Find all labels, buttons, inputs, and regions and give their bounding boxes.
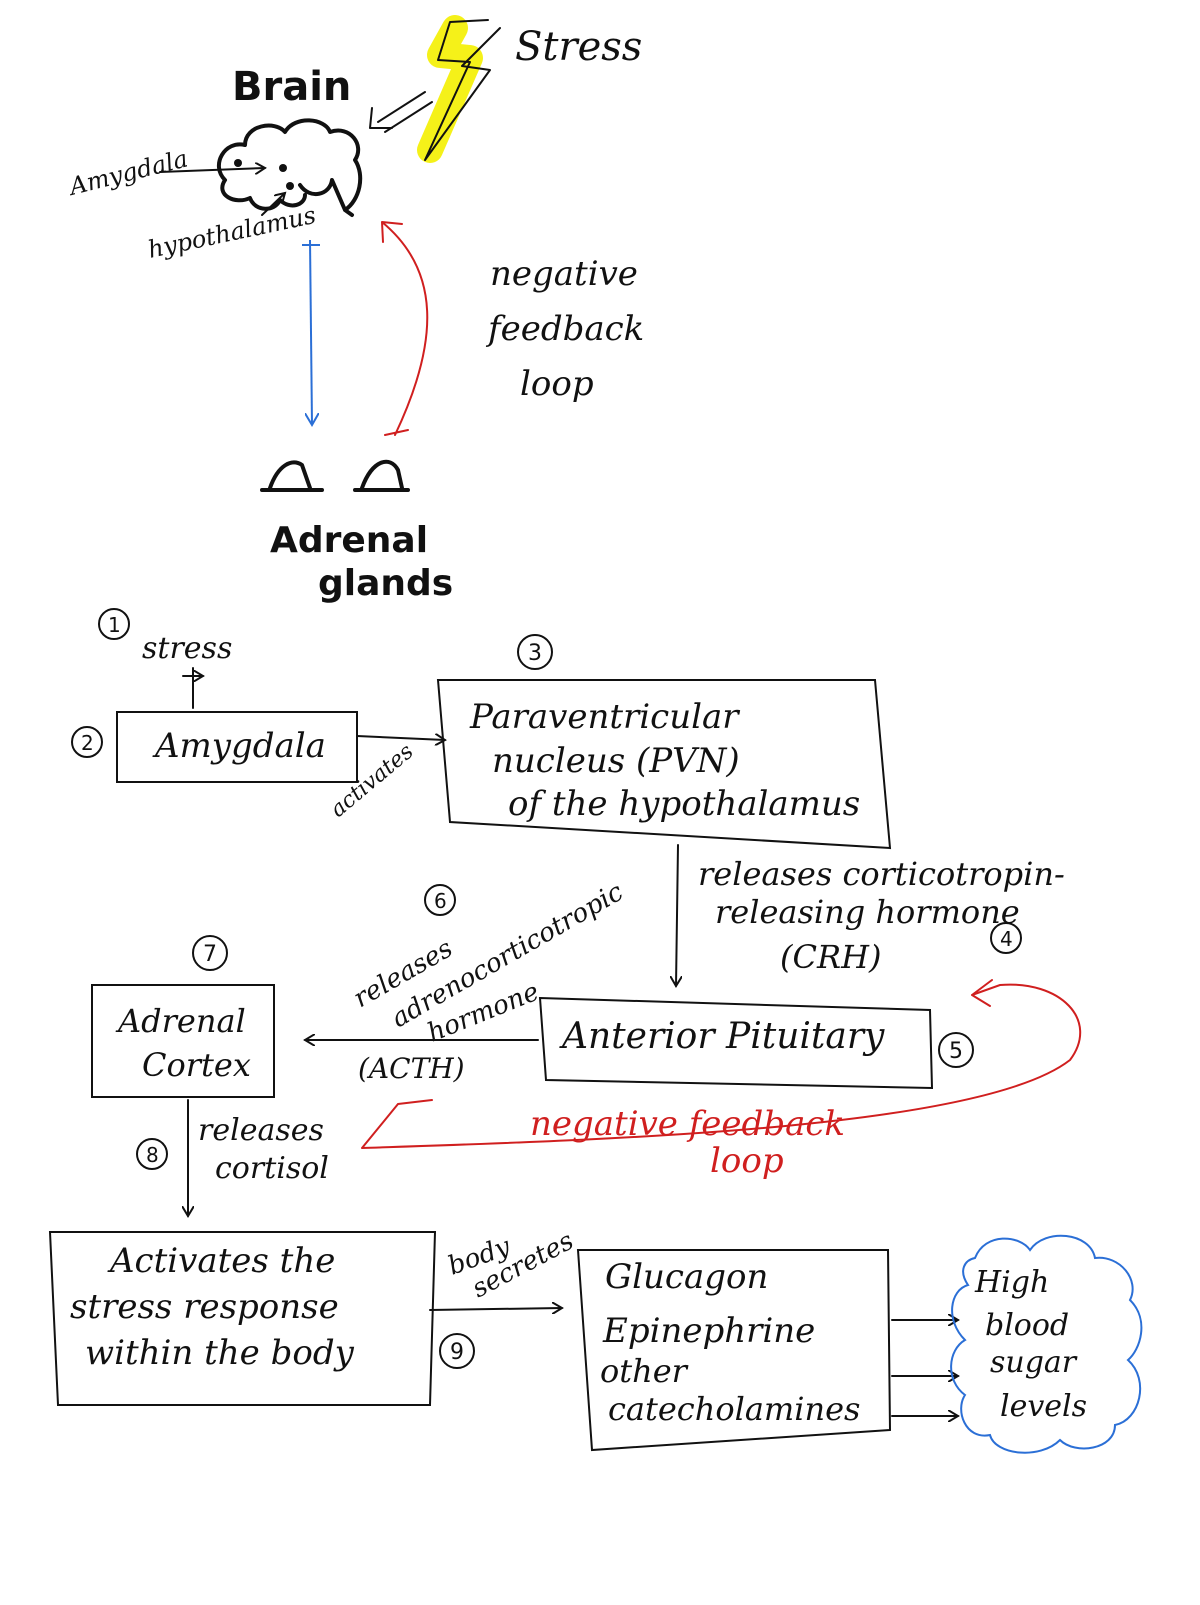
- adrenal-cortex-label: Adrenal Cortex: [115, 1002, 251, 1084]
- svg-text:levels: levels: [1000, 1389, 1087, 1424]
- svg-text:feedback: feedback: [485, 309, 644, 349]
- svg-text:loop: loop: [710, 1141, 784, 1181]
- amygdala-to-pvn-arrow: [356, 736, 445, 740]
- svg-text:Cortex: Cortex: [142, 1046, 251, 1084]
- step-markers: 1 2 3 4 5 6 7 8 9: [71, 608, 1022, 1369]
- hypothalamus-pointer: [261, 193, 285, 216]
- stress-label-flow: stress: [142, 631, 232, 666]
- svg-text:releasing hormone: releasing hormone: [715, 893, 1020, 931]
- svg-text:9: 9: [450, 1340, 464, 1365]
- svg-text:8: 8: [146, 1143, 159, 1167]
- pvn-to-pituitary-arrow: [676, 844, 678, 986]
- feedback-curve-bottom: [361, 979, 1082, 1149]
- stress-response-label: Activates the stress response within the…: [70, 1241, 355, 1373]
- amygdala-box: [116, 711, 358, 783]
- amygdala-pointer: [159, 168, 265, 172]
- svg-text:Adrenal: Adrenal: [115, 1002, 246, 1040]
- svg-text:1: 1: [108, 613, 121, 637]
- response-to-hormones-arrow: [429, 1308, 562, 1310]
- pituitary-label: Anterior Pituitary: [559, 1016, 885, 1057]
- pvn-label: Paraventricular nucleus (PVN) of the hyp…: [469, 697, 860, 824]
- svg-text:5: 5: [949, 1039, 963, 1064]
- adrenal-gland-right-icon: [353, 459, 410, 492]
- blood-sugar-cloud: [950, 1234, 1143, 1454]
- svg-text:Epinephrine: Epinephrine: [602, 1311, 815, 1351]
- stress-response-box: [48, 1231, 437, 1406]
- feedback-curve-top: [381, 221, 429, 436]
- pvn-box: [436, 679, 892, 850]
- adrenal-glands-label: Adrenal glands: [270, 520, 453, 604]
- svg-text:6: 6: [434, 889, 447, 913]
- svg-text:negative feedback: negative feedback: [530, 1104, 845, 1144]
- brain-icon: [217, 118, 363, 217]
- hormones-label: Glucagon Epinephrine other catecholamine…: [600, 1257, 860, 1428]
- svg-text:sugar: sugar: [990, 1345, 1078, 1380]
- stress-to-amygdala-arrow: [182, 668, 203, 709]
- blood-sugar-label: High blood sugar levels: [974, 1265, 1087, 1424]
- stress-to-brain-arrow: [369, 91, 433, 133]
- hypothalamus-label: hypothalamus: [145, 201, 318, 264]
- svg-text:(CRH): (CRH): [780, 938, 881, 976]
- svg-text:Activates the: Activates the: [107, 1241, 335, 1281]
- svg-text:7: 7: [203, 942, 217, 967]
- feedback-label-top: negative feedback loop: [485, 254, 644, 404]
- svg-text:catecholamines: catecholamines: [608, 1390, 860, 1428]
- feedback-label-bottom: negative feedback loop: [530, 1104, 845, 1181]
- svg-text:Paraventricular: Paraventricular: [469, 697, 740, 737]
- svg-text:negative: negative: [490, 254, 638, 294]
- svg-text:High: High: [974, 1265, 1049, 1300]
- svg-text:Glucagon: Glucagon: [605, 1257, 768, 1297]
- amygdala-box-label: Amygdala: [152, 726, 326, 766]
- svg-text:within the body: within the body: [85, 1333, 355, 1373]
- anterior-pituitary-box: [538, 996, 934, 1090]
- adrenal-cortex-box: [91, 984, 275, 1098]
- adrenal-gland-left-icon: [260, 460, 324, 492]
- svg-text:releases: releases: [198, 1113, 324, 1148]
- svg-text:loop: loop: [520, 364, 594, 404]
- lightning-icon: [417, 15, 501, 163]
- hormones-box: [576, 1249, 892, 1452]
- brain-label: Brain: [232, 64, 351, 110]
- svg-text:3: 3: [528, 641, 542, 666]
- svg-text:stress response: stress response: [70, 1287, 339, 1327]
- activates-label: activates: [326, 739, 419, 822]
- svg-text:4: 4: [1000, 927, 1013, 951]
- crh-label: releases corticotropin- releasing hormon…: [698, 855, 1065, 976]
- svg-text:releases corticotropin-: releases corticotropin-: [698, 855, 1065, 893]
- svg-text:Adrenal: Adrenal: [270, 520, 428, 561]
- amygdala-label-top: Amygdala: [65, 144, 191, 201]
- svg-text:2: 2: [81, 731, 94, 755]
- svg-text:nucleus (PVN): nucleus (PVN): [492, 741, 740, 781]
- cortisol-label: releases cortisol: [198, 1113, 329, 1186]
- svg-text:(ACTH): (ACTH): [358, 1052, 465, 1085]
- svg-text:of the hypothalamus: of the hypothalamus: [508, 784, 860, 824]
- stress-label-top: Stress: [515, 24, 642, 70]
- svg-text:blood: blood: [985, 1308, 1069, 1343]
- svg-text:cortisol: cortisol: [215, 1151, 329, 1186]
- svg-text:glands: glands: [318, 563, 453, 604]
- brain-to-adrenal-arrow: [310, 239, 312, 425]
- svg-text:other: other: [600, 1352, 689, 1390]
- body-secretes-label: body secretes: [444, 1226, 579, 1304]
